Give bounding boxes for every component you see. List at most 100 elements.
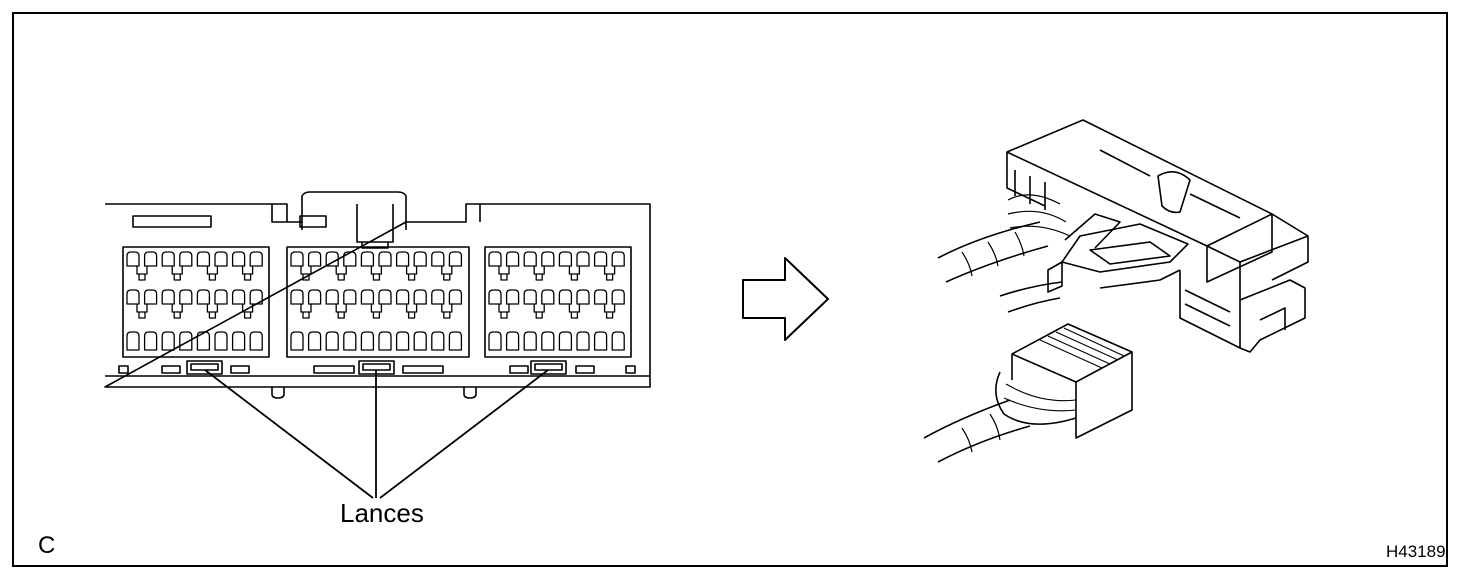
- terminal-stem: [568, 304, 581, 319]
- terminal-stem: [300, 304, 312, 319]
- direction-arrow-icon: [742, 257, 829, 341]
- pin-cavity: [290, 331, 304, 351]
- terminal-stem: [300, 266, 312, 281]
- pin-cavity: [505, 251, 520, 267]
- pin-cavity: [558, 331, 573, 351]
- terminal-stem: [498, 304, 510, 319]
- pin-cavity: [161, 331, 175, 351]
- pin-cavity: [290, 251, 304, 267]
- pin-cavity: [179, 331, 193, 351]
- pin-cavity: [413, 289, 427, 305]
- terminal-stem: [171, 266, 183, 281]
- pin-cavity: [126, 289, 140, 305]
- callout-leader-lines: [204, 369, 549, 499]
- pin-cavity: [249, 289, 263, 305]
- pin-cavity: [593, 251, 608, 267]
- pin-cavity: [431, 251, 445, 267]
- pin-cavity: [431, 289, 445, 305]
- terminal-stem: [568, 266, 581, 281]
- figure-frame: [12, 12, 1448, 567]
- terminal-stem: [603, 266, 616, 281]
- terminal-stem: [335, 304, 347, 319]
- pin-cavity: [431, 331, 445, 351]
- corner-letter: C: [38, 532, 56, 559]
- terminal-stem: [405, 266, 418, 281]
- pin-cavity: [378, 289, 392, 305]
- pin-cavity: [290, 289, 304, 305]
- pin-cavity: [126, 251, 140, 267]
- pin-cavity: [378, 251, 392, 267]
- pin-cavity: [593, 331, 608, 351]
- terminal-stem: [335, 266, 347, 281]
- pin-cavity: [488, 331, 502, 351]
- pin-cavity: [541, 251, 555, 267]
- pin-cavity: [576, 251, 590, 267]
- terminal-stem: [171, 304, 183, 319]
- terminal-stem: [405, 304, 418, 319]
- terminal-stem: [441, 304, 453, 319]
- pin-cavity: [325, 331, 339, 351]
- pin-cavity: [523, 289, 537, 305]
- pin-cavity: [179, 289, 193, 305]
- pin-cavity: [196, 331, 211, 351]
- pin-cavity: [231, 251, 246, 267]
- pin-cavity: [307, 289, 322, 305]
- pin-cavity: [505, 289, 520, 305]
- pin-cavity: [541, 331, 555, 351]
- connector-disengaged-view: [923, 119, 1309, 463]
- pin-cavity: [214, 331, 228, 351]
- pin-cavity: [593, 289, 608, 305]
- pin-cavity: [196, 289, 211, 305]
- pin-cavity: [143, 251, 158, 267]
- pin-cavity: [161, 251, 175, 267]
- pin-cavity: [576, 289, 590, 305]
- terminal-stem: [206, 304, 219, 319]
- terminal-stem: [206, 266, 219, 281]
- pin-cavity: [307, 251, 322, 267]
- pin-cavity: [395, 331, 410, 351]
- terminal-stem: [603, 304, 616, 319]
- terminal-stem: [533, 304, 545, 319]
- pin-cavity: [249, 251, 263, 267]
- terminal-stem: [441, 266, 453, 281]
- pin-cavity: [196, 251, 211, 267]
- terminal-stem: [370, 266, 383, 281]
- pin-cavity: [448, 251, 463, 267]
- pin-cavity: [231, 331, 246, 351]
- lances-callout-label: Lances: [340, 498, 424, 528]
- terminal-stem: [370, 304, 383, 319]
- pin-cavity: [541, 289, 555, 305]
- pin-cavity: [488, 251, 502, 267]
- pin-cavity: [143, 289, 158, 305]
- pin-cavity: [413, 251, 427, 267]
- terminal-stem: [136, 304, 148, 319]
- pin-cavity: [231, 289, 246, 305]
- terminal-stem: [241, 266, 254, 281]
- pin-cavity: [126, 331, 140, 351]
- terminal-stem: [498, 266, 510, 281]
- figure-code: H43189: [1386, 542, 1446, 561]
- pin-cavity: [558, 289, 573, 305]
- pin-cavity: [523, 251, 537, 267]
- lance-left: [186, 360, 223, 375]
- pin-cavity: [325, 289, 339, 305]
- pin-cavity: [307, 331, 322, 351]
- pin-cavity: [179, 251, 193, 267]
- pin-cavity: [558, 251, 573, 267]
- pin-cavity: [161, 289, 175, 305]
- pin-cavity: [448, 289, 463, 305]
- terminal-stem: [136, 266, 148, 281]
- pin-cavity: [611, 251, 625, 267]
- pin-cavity: [214, 251, 228, 267]
- pin-cavity: [325, 251, 339, 267]
- pin-cavity: [143, 331, 158, 351]
- pin-cavity: [343, 289, 357, 305]
- pin-cavity: [523, 331, 537, 351]
- pin-cavity: [360, 251, 375, 267]
- terminal-stem: [241, 304, 254, 319]
- pin-cavity: [611, 289, 625, 305]
- pin-cavity: [448, 331, 463, 351]
- pin-cavity: [413, 331, 427, 351]
- connector-front-view: [104, 191, 651, 499]
